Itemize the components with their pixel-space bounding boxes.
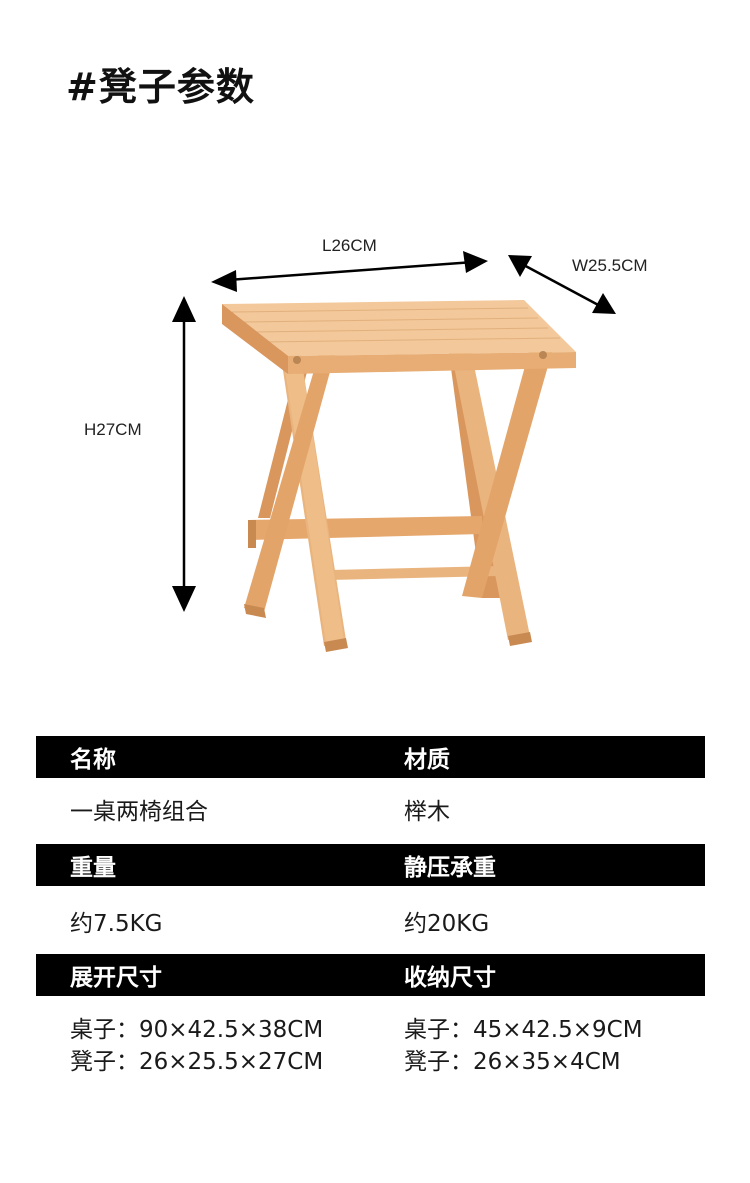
spec-header-row-1: 名称 材质	[36, 736, 705, 778]
spec-table: 名称 材质 一桌两椅组合 榉木 重量 静压承重 约7.5KG 约20KG 展开尺…	[36, 736, 705, 1078]
value-weight: 约7.5KG	[70, 911, 163, 937]
unfolded-stool-size: 凳子：26×25.5×27CM	[70, 1049, 324, 1075]
value-material: 榉木	[404, 799, 450, 825]
header-material: 材质	[404, 747, 450, 773]
spec-value-row-1: 一桌两椅组合 榉木	[36, 778, 705, 844]
spec-header-row-2: 重量 静压承重	[36, 844, 705, 886]
value-load: 约20KG	[404, 911, 490, 937]
value-unfolded-size: 桌子：90×42.5×38CM 凳子：26×25.5×27CM	[36, 1014, 371, 1078]
width-label: W25.5CM	[572, 256, 648, 275]
spec-value-row-2: 约7.5KG 约20KG	[36, 886, 705, 954]
value-name: 一桌两椅组合	[70, 799, 208, 825]
header-load: 静压承重	[404, 855, 496, 881]
length-arrow	[211, 251, 488, 292]
unfolded-table-size: 桌子：90×42.5×38CM	[70, 1017, 324, 1043]
spec-value-row-3: 桌子：90×42.5×38CM 凳子：26×25.5×27CM 桌子：45×42…	[36, 996, 705, 1078]
length-label: L26CM	[322, 236, 377, 255]
height-arrow	[172, 296, 196, 612]
height-label: H27CM	[84, 420, 142, 439]
value-folded-size: 桌子：45×42.5×9CM 凳子：26×35×4CM	[371, 1014, 705, 1078]
stool-dimension-figure: L26CM W25.5CM H27CM	[0, 200, 750, 670]
header-folded-size: 收纳尺寸	[404, 965, 496, 991]
stool-illustration	[172, 251, 616, 652]
header-name: 名称	[70, 747, 116, 773]
width-arrow	[508, 255, 616, 314]
page-title: #凳子参数	[66, 65, 255, 109]
folded-stool-size: 凳子：26×35×4CM	[404, 1049, 621, 1075]
header-unfolded-size: 展开尺寸	[70, 965, 162, 991]
spec-header-row-3: 展开尺寸 收纳尺寸	[36, 954, 705, 996]
header-weight: 重量	[70, 855, 116, 881]
folded-table-size: 桌子：45×42.5×9CM	[404, 1017, 643, 1043]
